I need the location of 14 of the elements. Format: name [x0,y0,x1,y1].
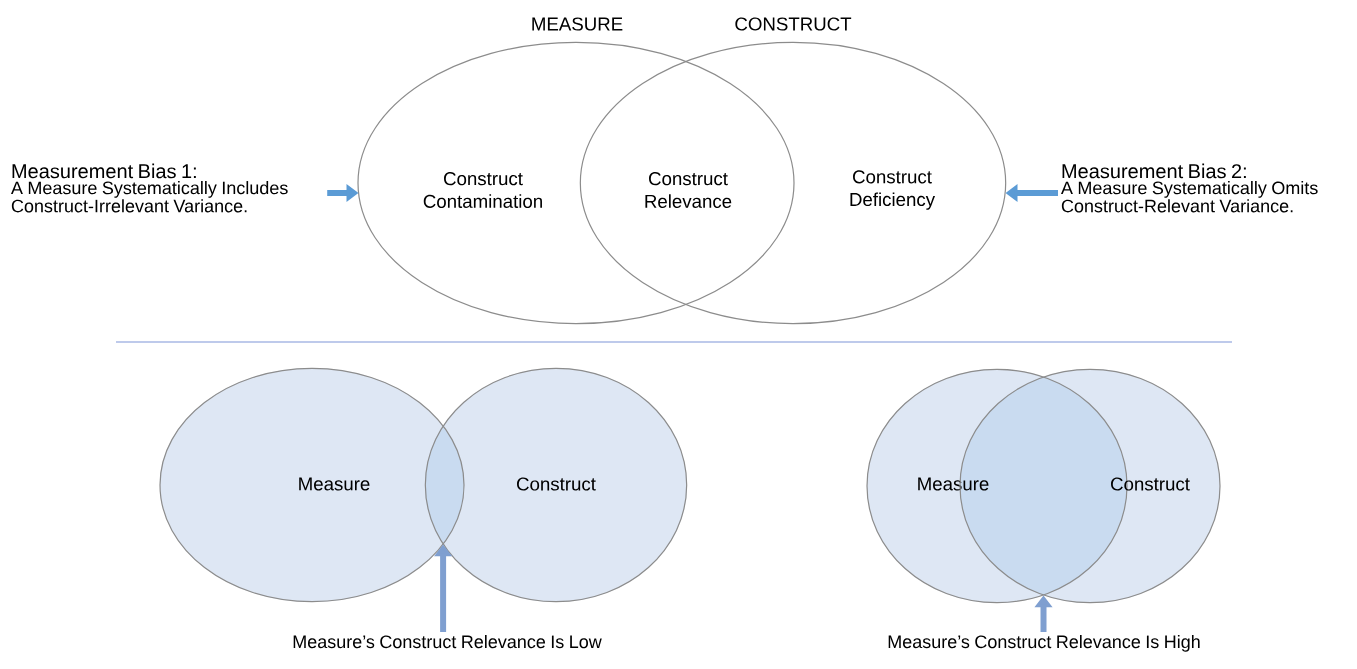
ellipse-label: Measure [299,477,370,491]
ellipse-label: Construct [517,477,596,491]
ellipse-label: Construct Contamination [423,172,542,208]
annotation-text: Measure’s Construct Relevance Is High [888,634,1200,652]
region-label: Construct Relevance [645,172,732,208]
overlap-region [425,426,464,544]
ellipse-heading: MEASURE [532,17,623,31]
annotation-text: Measurement Bias 1: A Measure Systematically Includes Construct-Irrelevant Variance. [11,163,288,213]
annotation-text: Measurement Bias 2: A Measure Systematically Omits Construct-Relevant Variance. [1061,163,1318,213]
ellipse-label: Construct [1111,477,1190,491]
ellipse-label: Construct Deficiency [850,170,935,210]
annotation-text: Measure’s Construct Relevance Is Low [293,634,602,649]
ellipse-label: Measure [918,477,989,491]
ellipse-heading: CONSTRUCT [735,17,852,31]
